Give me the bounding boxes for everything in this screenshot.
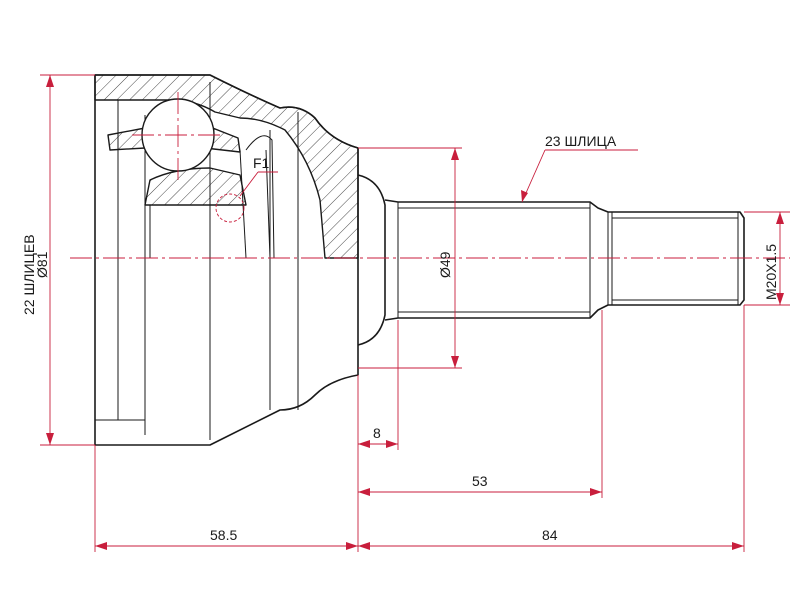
dim-58-5-label: 58.5 (210, 527, 237, 543)
outer-splines-label: 22 ШЛИЦЕВ (21, 234, 37, 315)
inner-splines-leader (521, 149, 638, 203)
dim-thread (744, 211, 790, 306)
dim-84 (358, 542, 744, 550)
outer-diameter-label: Ø81 (34, 251, 50, 278)
dim-outer-diameter (40, 74, 95, 446)
f1-detail-marker (215, 171, 278, 223)
inner-splines-label: 23 ШЛИЦА (545, 133, 617, 149)
thread-label: M20X1.5 (763, 244, 779, 300)
ball (132, 92, 224, 180)
shaft-diameter-label: Ø49 (437, 251, 453, 278)
dim-58-5 (95, 542, 358, 550)
dim-shaft-diameter (358, 147, 462, 369)
shaft-outline (357, 174, 745, 346)
dim-53-label: 53 (472, 473, 488, 489)
dim-84-label: 84 (542, 527, 558, 543)
hatched-section (94, 74, 359, 259)
dim-8 (358, 440, 398, 448)
f1-label: F1 (253, 155, 270, 171)
inner-race (145, 135, 275, 259)
dim-8-label: 8 (373, 425, 381, 441)
dim-53 (358, 488, 602, 496)
extension-lines (94, 305, 745, 552)
